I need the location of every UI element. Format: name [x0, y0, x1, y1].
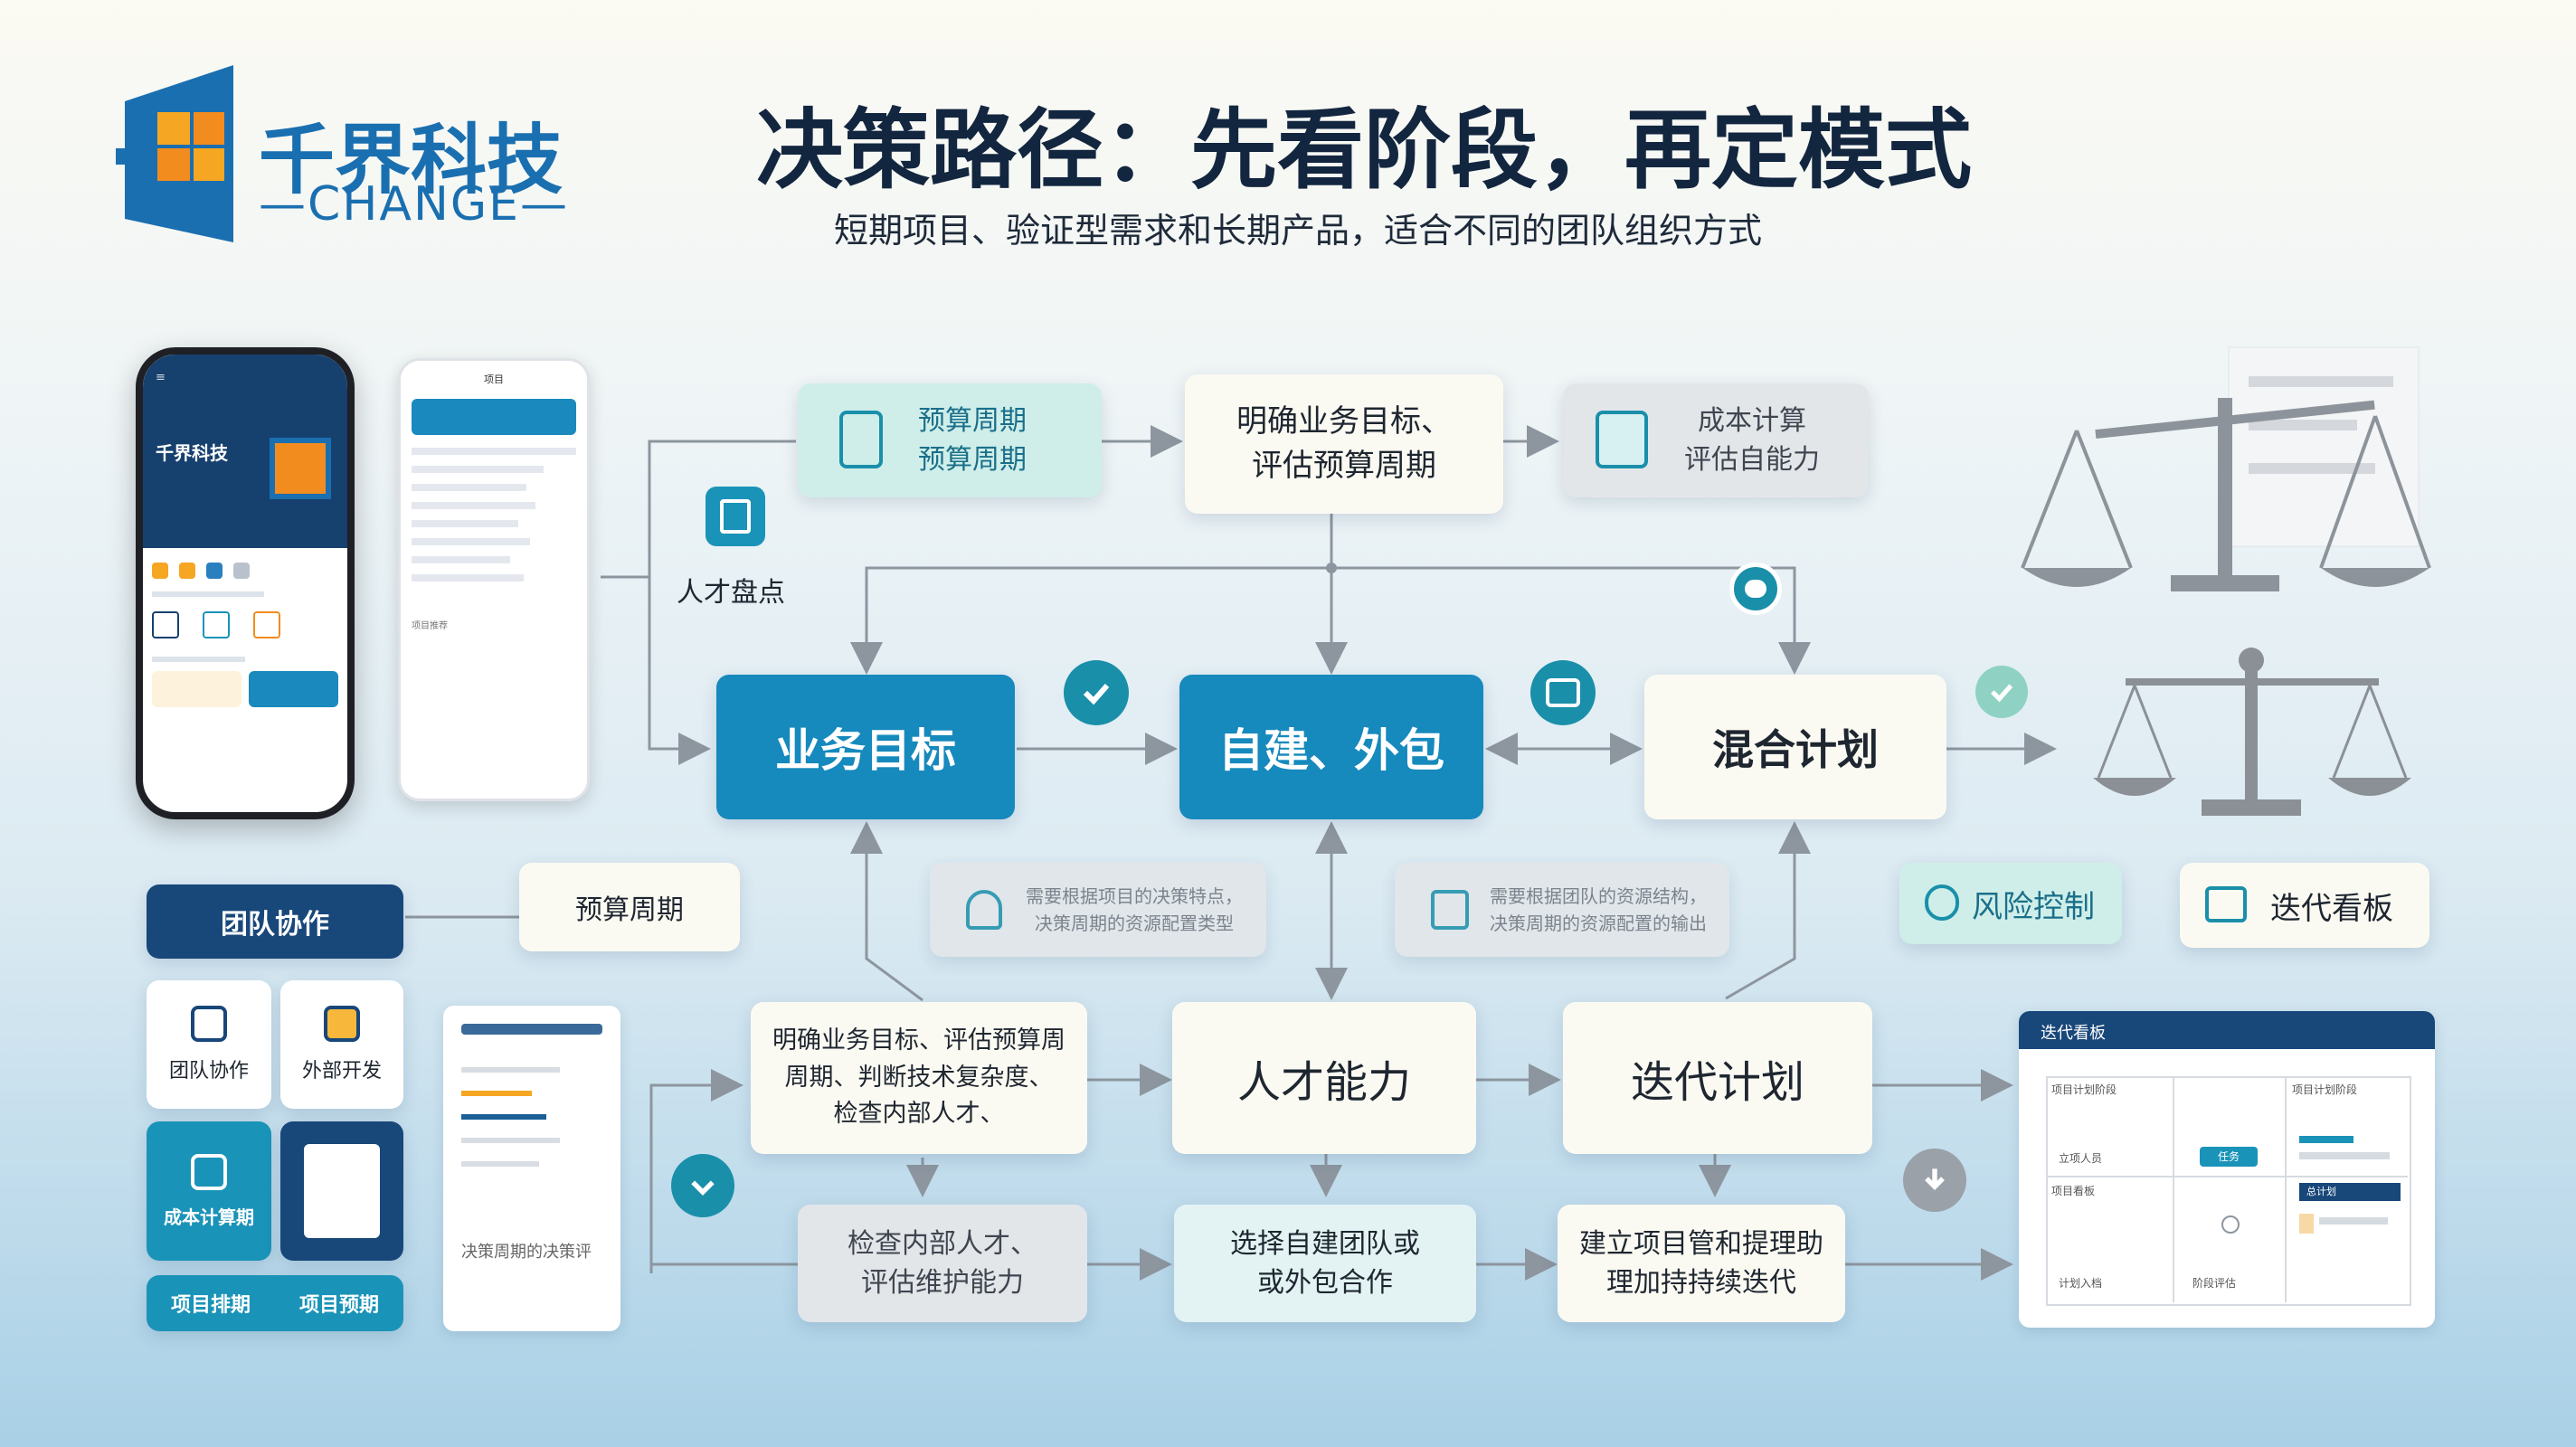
cube-icon [191, 1153, 227, 1190]
decision-note-2: 需要根据团队的资源结构， 决策周期的资源配置的输出 [1395, 863, 1729, 957]
phone-label: 项目推荐 [412, 621, 448, 631]
board-row1: 立项人员 [2059, 1152, 2103, 1165]
build-project-label: 建立项目管和提理助 理加持持续迭代 [1579, 1227, 1823, 1300]
board-row3: 计划入档 [2059, 1277, 2103, 1290]
person-icon [966, 890, 1002, 930]
outsource-card: 外部开发 [280, 980, 403, 1109]
team-collab-card-label: 团队协作 [168, 1060, 249, 1083]
balance-scale-icon [2004, 344, 2448, 606]
choose-team-box: 选择自建团队或 或外包合作 [1174, 1205, 1476, 1322]
logo-mark [116, 65, 242, 242]
cost-plan-card: 成本计算期 [147, 1121, 271, 1261]
mixed-plan-node: 混合计划 [1644, 675, 1946, 819]
choose-team-label: 选择自建团队或 或外包合作 [1230, 1227, 1420, 1300]
decision-doc-caption: 决策周期的决策评 [461, 1243, 592, 1262]
risk-control-label: 风险控制 [1972, 888, 2095, 925]
check-icon [1064, 660, 1129, 725]
budget-cycle-chip-label: 预算周期 [575, 894, 684, 926]
board-row2: 项目看板 [2051, 1185, 2096, 1197]
budget-cycle-chip: 预算周期 [519, 863, 740, 951]
project-expect-label: 项目预期 [298, 1294, 379, 1317]
team-icon [1530, 660, 1596, 725]
decision-note-1: 需要根据项目的决策特点， 决策周期的资源配置类型 [930, 863, 1266, 957]
project-schedule-label: 项目排期 [170, 1294, 251, 1317]
phone-brand: 千界科技 [156, 442, 228, 464]
cost-calc-box: 成本计算 评估自能力 [1563, 383, 1869, 497]
chat-icon [1729, 563, 1782, 615]
doc-preview-card [280, 1121, 403, 1261]
page-subtitle: 短期项目、验证型需求和长期产品，适合不同的团队组织方式 [834, 211, 1763, 251]
box-icon [324, 1006, 360, 1042]
board-col2: 项目计划阶段 [2292, 1083, 2358, 1096]
business-goal-node: 业务目标 [716, 675, 1015, 819]
cube-icon [191, 1006, 227, 1042]
budget-cycle-box: 预算周期 预算周期 [798, 383, 1102, 497]
document-icon [839, 411, 883, 468]
project-schedule-bar: 项目排期 项目预期 [147, 1275, 403, 1331]
check-talent-label: 检查内部人才、 评估维护能力 [848, 1227, 1037, 1300]
iteration-kanban-label: 迭代看板 [2270, 890, 2393, 927]
page-title: 决策路径：先看阶段，再定模式 [756, 99, 1972, 201]
board-col1: 项目计划阶段 [2051, 1083, 2117, 1096]
clarify-goals-box: 明确业务目标、 评估预算周期 [1185, 374, 1503, 514]
talent-check-label: 人才盘点 [677, 577, 785, 609]
build-outsource-label: 自建、外包 [1218, 724, 1444, 777]
board-label: 总计划 [2299, 1183, 2401, 1201]
risk-control-tag: 风险控制 [1899, 863, 2122, 944]
assessment-label: 明确业务目标、评估预算周 周期、判断技术复杂度、 检查内部人才、 [772, 1026, 1065, 1129]
budget-cycle-label: 预算周期 预算周期 [918, 404, 1027, 477]
phone-mockup-list: 项目 项目推荐 [398, 358, 590, 801]
mixed-plan-label: 混合计划 [1712, 725, 1879, 774]
talent-check-icon [706, 487, 765, 546]
board-title: 迭代看板 [2041, 1024, 2106, 1043]
iteration-plan-node: 迭代计划 [1563, 1002, 1872, 1154]
check-icon [671, 1154, 734, 1217]
decision-note-1-text: 需要根据项目的决策特点， 决策周期的资源配置类型 [1026, 885, 1243, 934]
build-project-box: 建立项目管和提理助 理加持持续迭代 [1558, 1205, 1845, 1322]
upload-icon [1431, 890, 1469, 930]
phone-mockup-main: ≡ 千界科技 [136, 347, 355, 819]
assessment-box: 明确业务目标、评估预算周 周期、判断技术复杂度、 检查内部人才、 [751, 1002, 1087, 1154]
phone-tab: 项目 [484, 374, 504, 385]
logo-tagline: —CHANGE— [259, 177, 570, 232]
download-icon [1903, 1149, 1966, 1212]
mail-icon [2205, 886, 2247, 922]
iteration-kanban-tag: 迭代看板 [2180, 863, 2429, 948]
iteration-plan-label: 迭代计划 [1630, 1057, 1804, 1108]
decision-doc-card: 决策周期的决策评 [443, 1006, 620, 1331]
checklist-icon [1596, 411, 1648, 468]
board-row4: 阶段评估 [2192, 1277, 2237, 1290]
team-collab-header: 团队协作 [147, 884, 403, 959]
cost-calc-label: 成本计算 评估自能力 [1684, 404, 1820, 477]
cost-plan-label: 成本计算期 [164, 1206, 254, 1228]
build-outsource-node: 自建、外包 [1179, 675, 1483, 819]
clarify-goals-label: 明确业务目标、 评估预算周期 [1236, 402, 1452, 484]
person-icon [1925, 884, 1959, 921]
team-collab-header-label: 团队协作 [221, 909, 329, 941]
balance-scale-icon-2 [2080, 633, 2424, 823]
logo-name: 千界科技 [259, 116, 564, 204]
check-icon-light [1975, 666, 2028, 718]
check-talent-box: 检查内部人才、 评估维护能力 [798, 1205, 1087, 1322]
team-collab-card: 团队协作 [147, 980, 271, 1109]
iteration-board: 迭代看板 项目计划阶段 项目计划阶段 立项人员 项目看板 计划入档 阶段评估 任… [2019, 1011, 2435, 1328]
talent-capability-node: 人才能力 [1172, 1002, 1476, 1154]
board-chip: 任务 [2200, 1147, 2258, 1167]
decision-note-2-text: 需要根据团队的资源结构， 决策周期的资源配置的输出 [1490, 885, 1707, 934]
outsource-card-label: 外部开发 [301, 1060, 382, 1083]
talent-capability-label: 人才能力 [1236, 1057, 1411, 1108]
business-goal-label: 业务目标 [775, 724, 956, 777]
